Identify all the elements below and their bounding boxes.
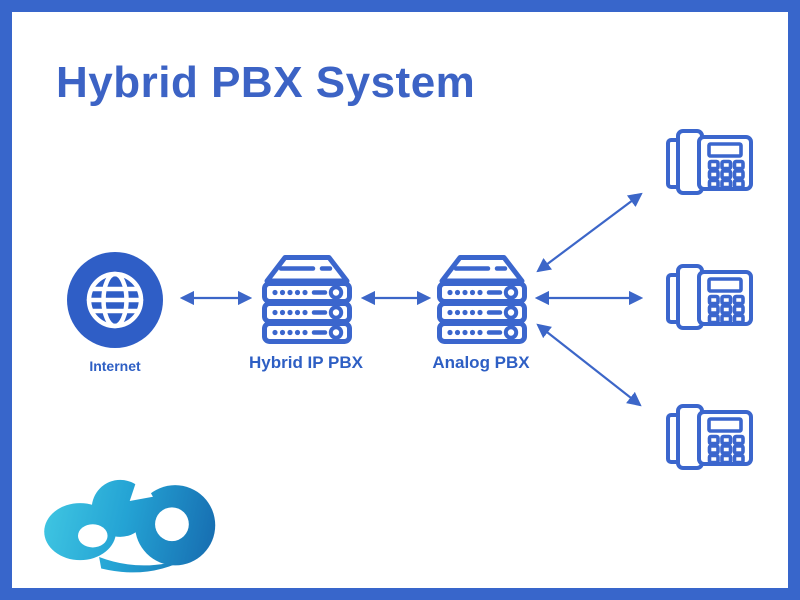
arrow-analog-phone3 [536,323,642,407]
phone-keypad [707,434,745,465]
internet-node [65,250,165,350]
globe-icon [67,252,163,348]
phone-keypad [707,159,745,190]
cloud-logo-graphic [44,472,216,573]
desk-phone-icon [666,264,753,330]
arrow-analog-phone1 [536,192,643,273]
analog-pbx-node [436,254,528,344]
server-drawer-detail [447,285,519,340]
page-title: Hybrid PBX System [56,58,476,107]
server-icon [437,255,527,344]
cloud-logo [40,466,230,574]
desk-phone-icon [666,129,753,195]
phone-node-3 [662,400,754,474]
server-drawer-detail [272,285,344,340]
hybrid-pbx-node [261,254,353,344]
desk-phone-icon [666,404,753,470]
phone-node-2 [662,260,754,334]
phone-node-1 [662,125,754,199]
internet-label: Internet [89,358,141,374]
analog-pbx-label: Analog PBX [432,353,530,372]
hybrid-pbx-label: Hybrid IP PBX [249,353,363,372]
server-icon [262,255,352,344]
phone-keypad [707,294,745,325]
